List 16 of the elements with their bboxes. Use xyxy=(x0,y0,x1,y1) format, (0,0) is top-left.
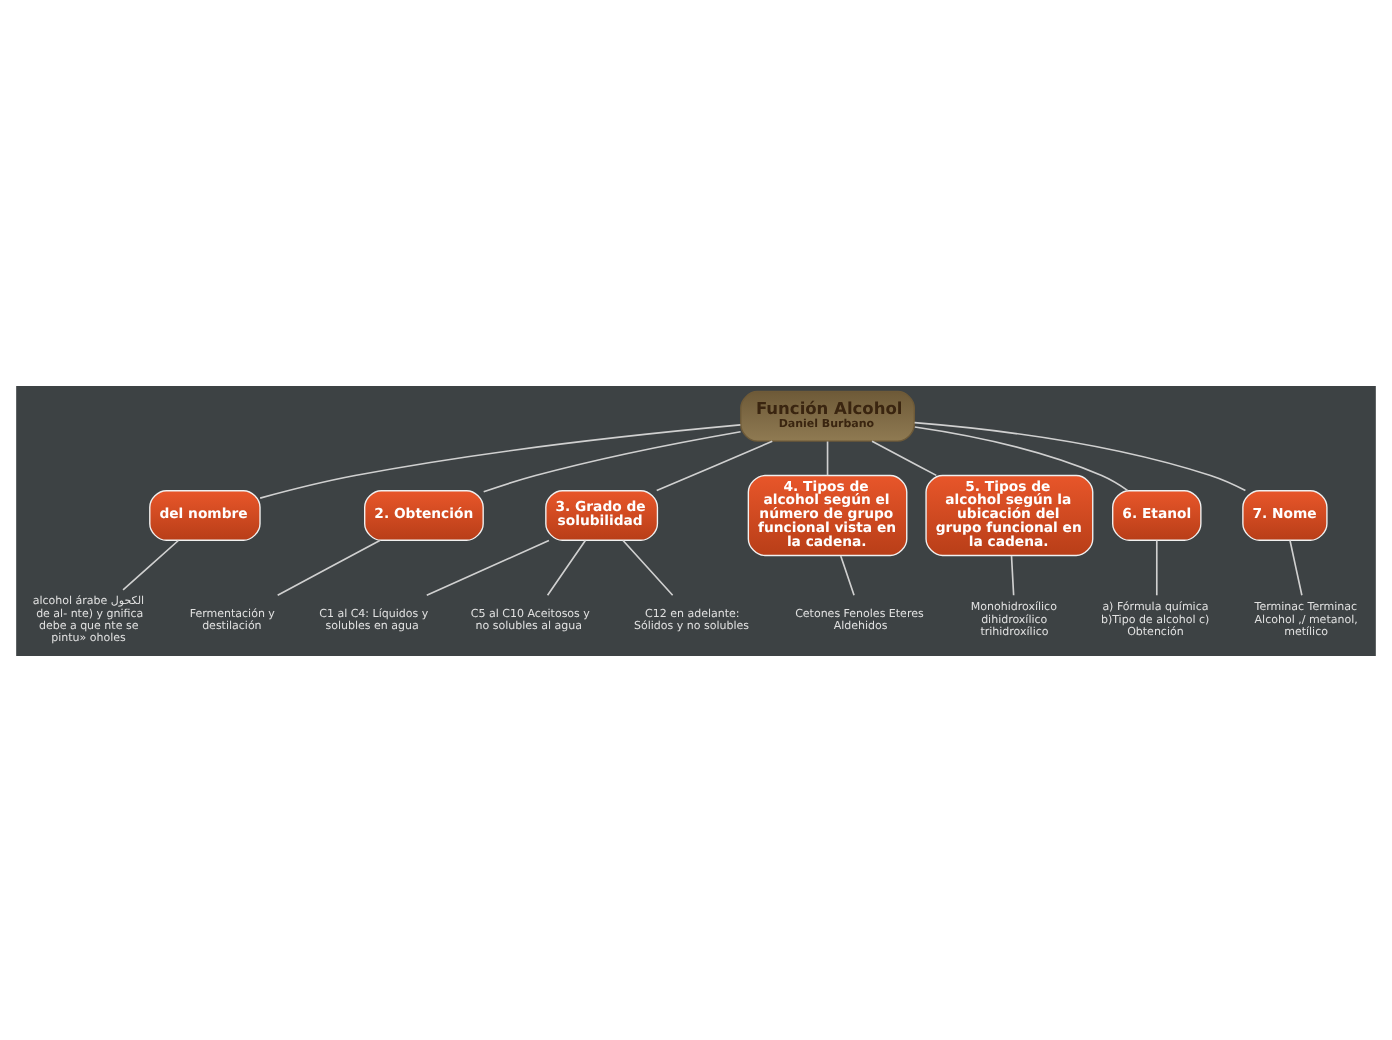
connector xyxy=(482,429,742,492)
connector xyxy=(839,554,855,596)
connector xyxy=(622,538,674,596)
connector xyxy=(425,538,550,596)
connector xyxy=(546,538,587,596)
connector xyxy=(655,439,774,491)
connector xyxy=(913,420,1247,491)
connector xyxy=(1155,538,1158,596)
connector xyxy=(1010,554,1015,596)
connector xyxy=(826,439,829,475)
connector xyxy=(122,538,180,590)
connector xyxy=(914,425,1129,491)
connector xyxy=(276,538,381,596)
connector xyxy=(259,423,742,498)
connector xyxy=(871,439,938,476)
connector xyxy=(1289,538,1303,596)
